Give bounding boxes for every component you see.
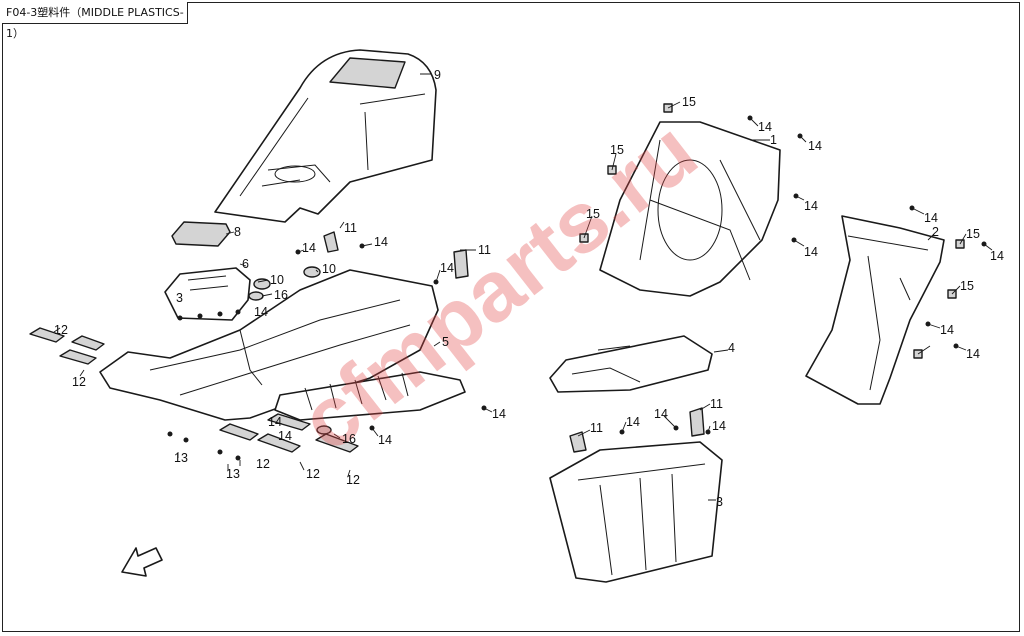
callout-3-b: 3 [176,291,183,305]
callout-15-c: 15 [586,207,600,221]
callout-labels: 9 8 6 10 10 16 16 5 4 3 3 1 2 11 11 11 1… [54,68,1004,509]
callout-6: 6 [242,257,249,271]
callout-14-c: 14 [440,261,454,275]
callout-14-o: 14 [626,415,640,429]
callout-2: 2 [932,225,939,239]
callout-14-d: 14 [492,407,506,421]
part-9-console-cover [214,49,437,223]
callout-15-e: 15 [960,279,974,293]
front-direction-arrow [121,547,163,577]
callout-14-p: 14 [654,407,668,421]
callout-15-a: 15 [682,95,696,109]
callout-12-e: 12 [346,473,360,487]
callout-1: 1 [770,133,777,147]
part-8-bracket [171,221,231,247]
callout-12-c: 12 [256,457,270,471]
callout-14-b: 14 [374,235,388,249]
callout-5: 5 [442,335,449,349]
callout-14-e: 14 [378,433,392,447]
callout-14-j: 14 [804,245,818,259]
callout-11-b: 11 [478,243,491,257]
leader-lines [53,73,993,501]
callout-11-a: 11 [344,221,357,235]
callout-14-s: 14 [278,429,292,443]
callout-14-f: 14 [254,305,268,319]
callout-14-k: 14 [924,211,938,225]
callout-14-i: 14 [804,199,818,213]
callout-12-a: 12 [54,323,68,337]
callout-12-d: 12 [306,467,320,481]
callout-13-b: 13 [226,467,240,481]
callout-3: 3 [716,495,723,509]
callout-11-c: 11 [590,421,603,435]
diagram-title: F04-3塑料件（MIDDLE PLASTICS-1） [2,2,188,40]
part-6-switch-panel [164,267,251,321]
callout-14-q: 14 [712,419,726,433]
callout-8: 8 [234,225,241,239]
callout-16-b: 16 [342,432,356,446]
part-11-brackets [323,231,705,453]
callout-14-n: 14 [966,347,980,361]
callout-12-b: 12 [72,375,86,389]
part-1-left-rear-panel [599,121,781,297]
callout-15-b: 15 [610,143,624,157]
callout-14-a: 14 [302,241,316,255]
part-3-storage-bin [549,441,723,583]
part-5-center-floor [99,269,466,421]
part-4-tray [549,335,713,393]
callout-13-a: 13 [174,451,188,465]
callout-11-d: 11 [710,397,723,411]
callout-16-a: 16 [274,288,288,302]
part-12-clips [29,327,359,453]
callout-15-d: 15 [966,227,980,241]
callout-10-a: 10 [270,273,284,287]
callout-14-l: 14 [990,249,1004,263]
callout-14-r: 14 [268,415,282,429]
part-2-right-rear-panel [805,215,945,405]
callout-14-h: 14 [808,139,822,153]
callout-10-b: 10 [322,262,336,276]
callout-4: 4 [728,341,735,355]
callout-14-g: 14 [758,120,772,134]
callout-9: 9 [434,68,441,82]
callout-14-m: 14 [940,323,954,337]
